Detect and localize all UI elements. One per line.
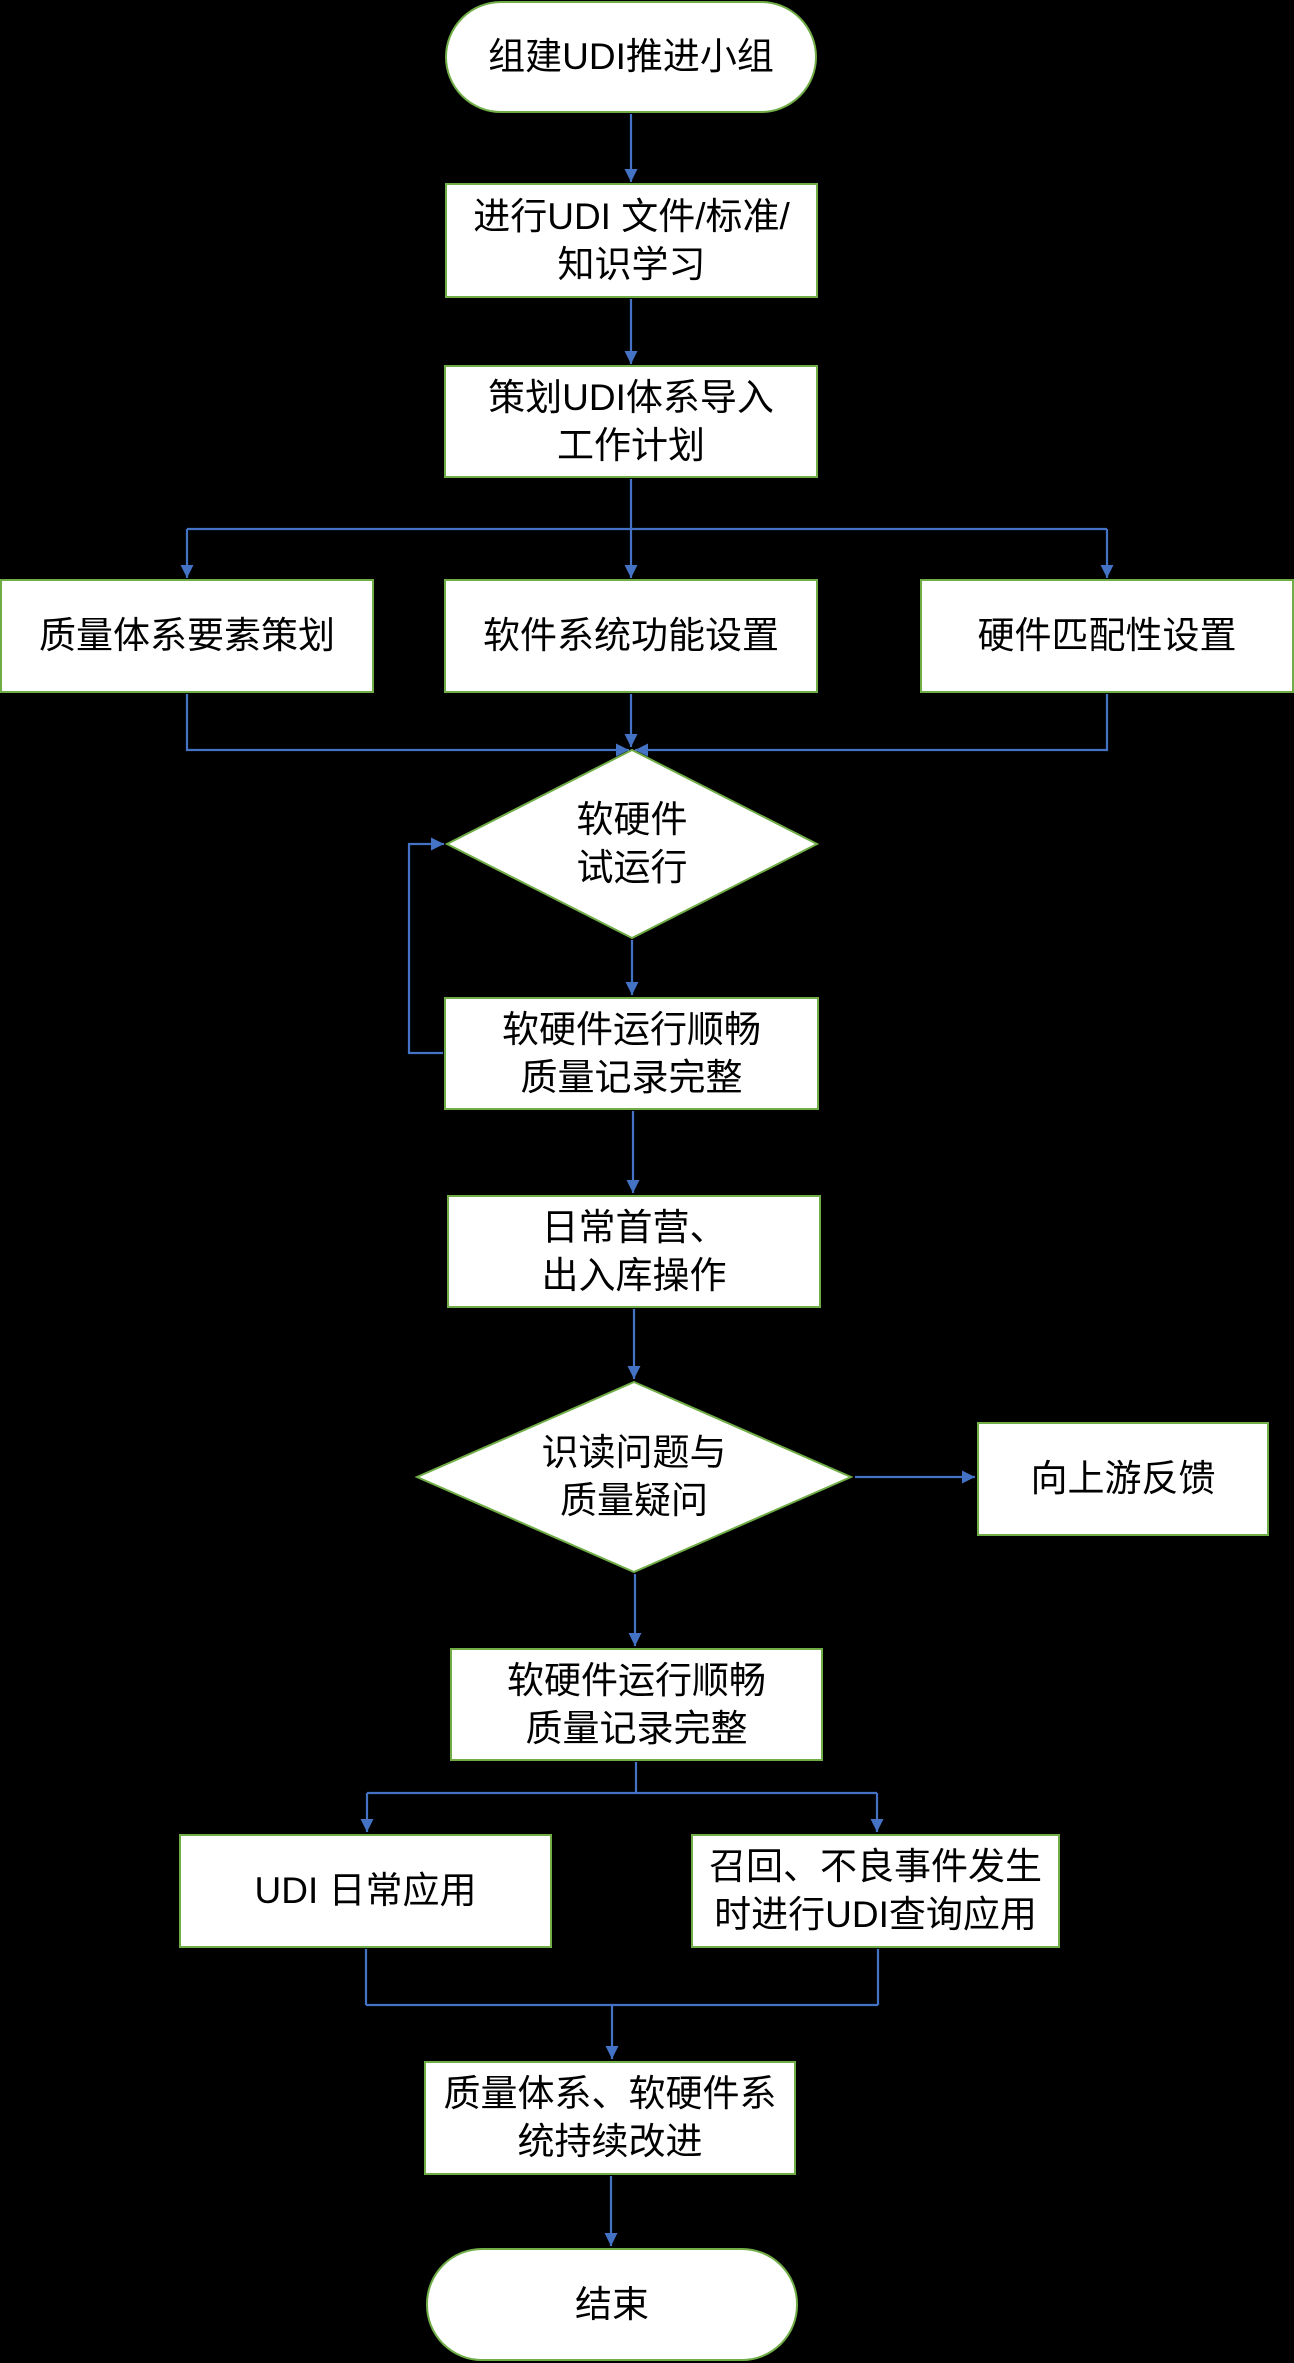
- node-software-function-setup: 软件系统功能设置: [444, 579, 818, 693]
- decision-trial-run: 软硬件 试运行: [444, 748, 820, 940]
- node-smooth-run-records-1: 软硬件运行顺畅 质量记录完整: [444, 997, 819, 1110]
- node-udi-study: 进行UDI 文件/标准/ 知识学习: [445, 183, 818, 298]
- node-udi-plan: 策划UDI体系导入 工作计划: [444, 365, 818, 478]
- decision-trial-run-label: 软硬件 试运行: [576, 799, 688, 888]
- node-end: 结束: [426, 2248, 798, 2361]
- decision-reading-issues: 识读问题与 质量疑问: [414, 1380, 854, 1574]
- edge-smooth1-trial: [407, 837, 444, 1055]
- edge-hardware-trial: [635, 694, 1109, 757]
- node-start: 组建UDI推进小组: [445, 1, 817, 113]
- decision-trial-run-shape: [444, 748, 820, 940]
- node-quality-system-planning: 质量体系要素策划: [0, 579, 374, 693]
- node-recall-udi-query: 召回、不良事件发生 时进行UDI查询应用: [691, 1834, 1060, 1948]
- node-smooth-run-records-2: 软硬件运行顺畅 质量记录完整: [450, 1648, 823, 1761]
- decision-reading-issues-shape: [414, 1380, 854, 1574]
- node-udi-daily-application: UDI 日常应用: [179, 1834, 552, 1948]
- node-continuous-improvement: 质量体系、软硬件系 统持续改进: [424, 2061, 796, 2175]
- node-daily-operations: 日常首营、 出入库操作: [447, 1195, 821, 1308]
- decision-reading-issues-label: 识读问题与 质量疑问: [541, 1432, 727, 1521]
- edge-quality-trial: [185, 694, 629, 757]
- node-hardware-matching-setup: 硬件匹配性设置: [920, 579, 1294, 693]
- node-feedback-upstream: 向上游反馈: [977, 1422, 1269, 1536]
